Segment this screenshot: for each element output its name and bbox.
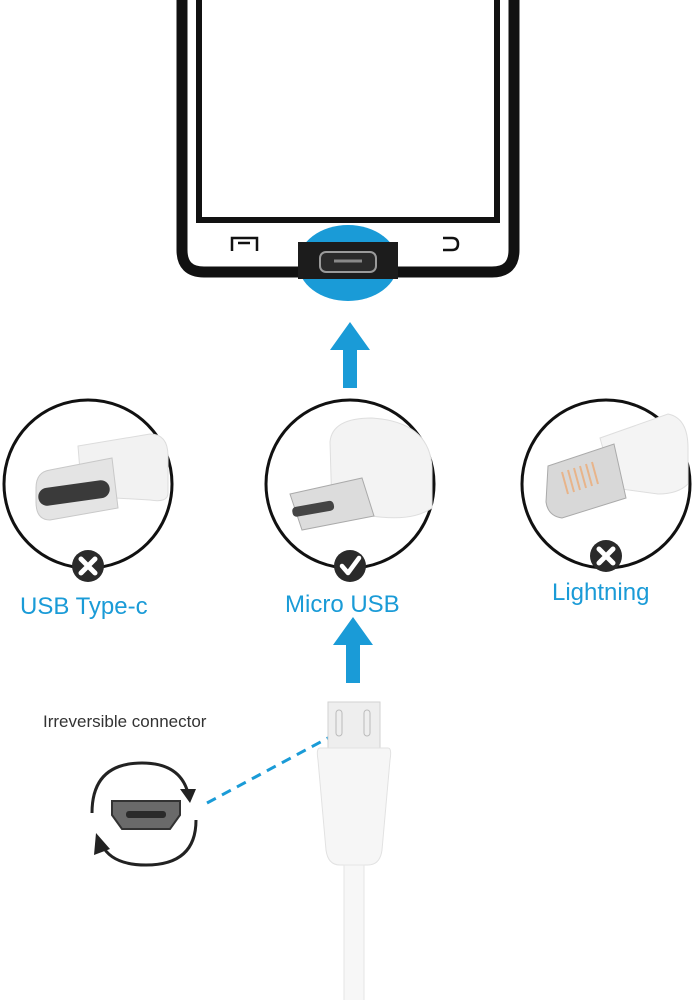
micro-usb-port-highlight [298, 225, 398, 301]
rotate-arrow-icon [180, 789, 196, 803]
checkmark-icon [334, 550, 366, 582]
irreversible-connector-label: Irreversible connector [43, 712, 207, 731]
rotate-arrow-icon [94, 833, 110, 855]
rotation-diagram [90, 761, 198, 867]
micro-usb-connector [264, 398, 436, 582]
arrow-up-icon [333, 617, 373, 683]
x-icon [72, 550, 104, 582]
back-button-icon [443, 236, 460, 252]
usb-type-c-label: USB Type-c [20, 593, 148, 620]
arrow-up-icon [330, 322, 370, 388]
lightning-label: Lightning [552, 579, 650, 606]
phone-illustration [176, 0, 520, 301]
usb-type-c-connector [2, 398, 174, 582]
micro-usb-cable [316, 701, 392, 1000]
micro-usb-label: Micro USB [285, 591, 400, 618]
x-icon [590, 540, 622, 572]
lightning-connector [520, 398, 692, 572]
menu-button-icon [230, 236, 259, 251]
